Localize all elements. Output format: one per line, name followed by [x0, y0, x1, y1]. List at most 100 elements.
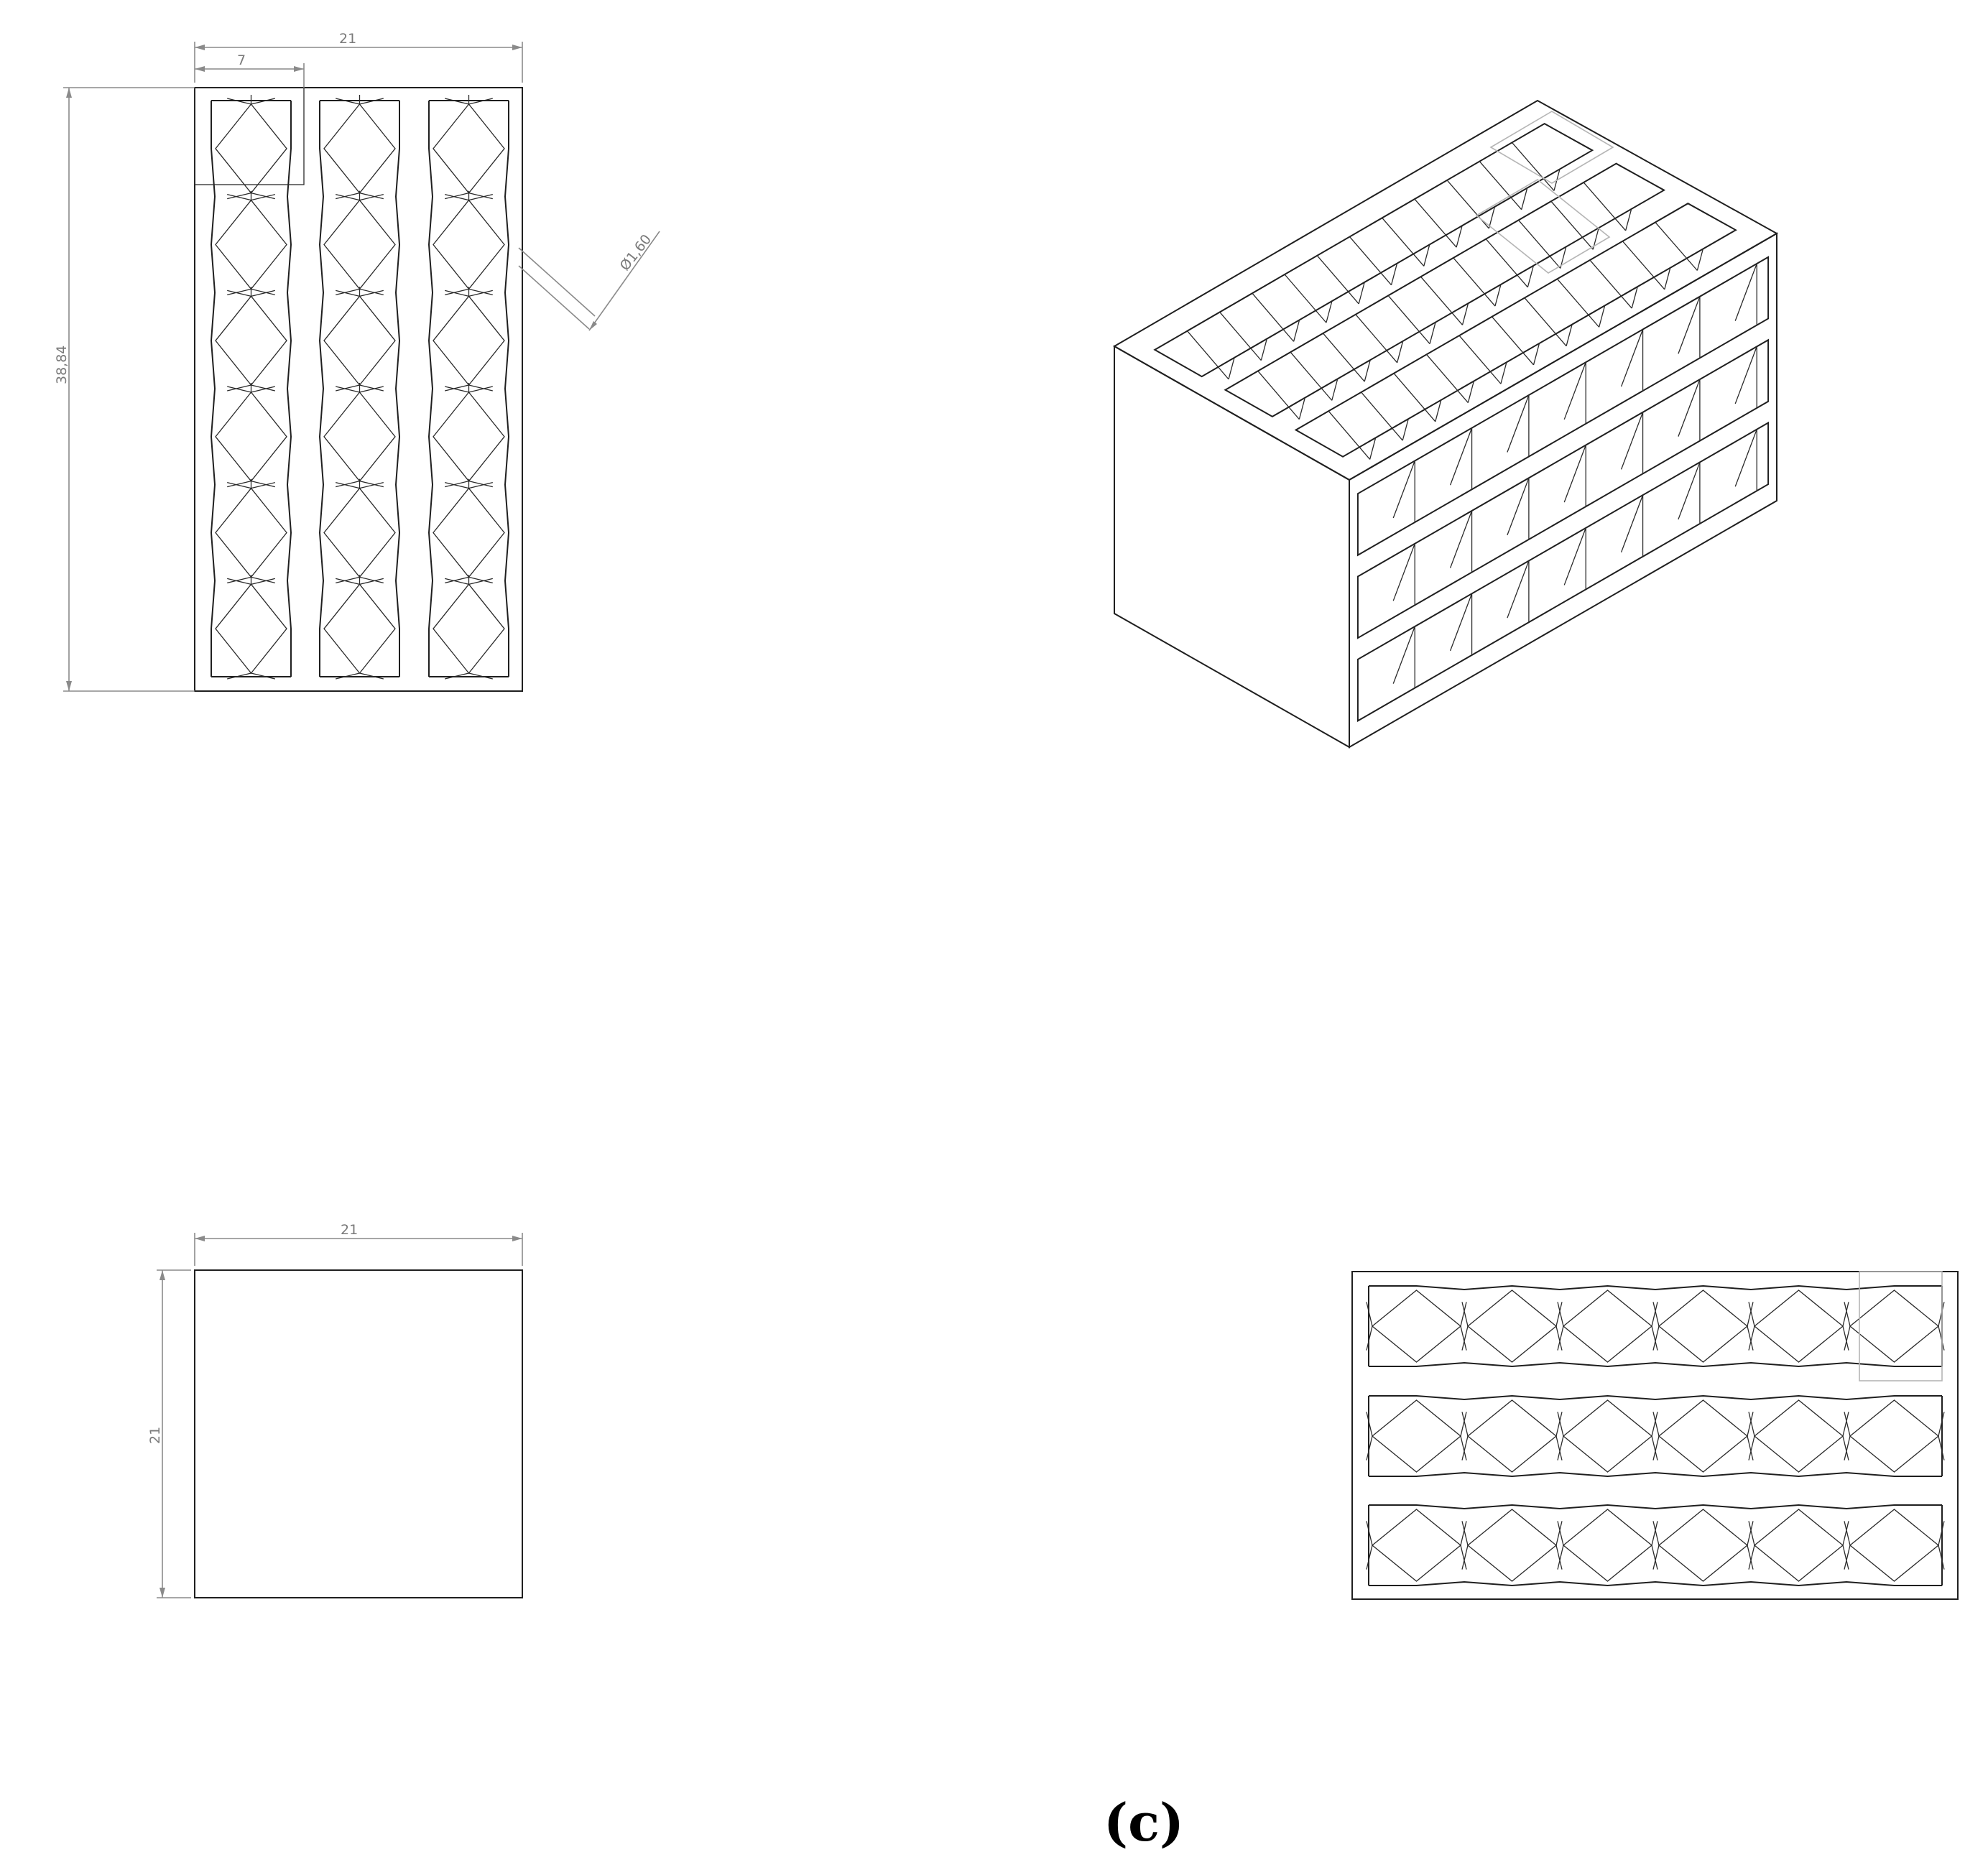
- front-detail-box: [194, 87, 305, 185]
- lattice-strut: [251, 576, 275, 583]
- lattice-strut: [1460, 1412, 1467, 1437]
- lattice-strut: [227, 98, 251, 105]
- lattice-strut: [1844, 1412, 1851, 1437]
- channel-left-wall: [427, 101, 434, 677]
- lattice-strut: [468, 578, 493, 585]
- lattice-strut: [1748, 1545, 1755, 1570]
- front-channel-2: [318, 95, 401, 680]
- slot-cell-wall: [1260, 338, 1267, 361]
- channel-bottom-wall: [1369, 1471, 1942, 1478]
- slot-cell-wall: [1461, 303, 1469, 325]
- lattice-strut: [1938, 1435, 1945, 1461]
- lattice-strut: [1844, 1302, 1851, 1327]
- lattice-strut: [445, 194, 469, 201]
- slot-cell-wall: [1392, 460, 1415, 519]
- lattice-strut: [227, 482, 251, 489]
- lattice-strut: [1747, 1412, 1754, 1437]
- lattice-strut: [1938, 1521, 1945, 1546]
- lattice-strut: [227, 578, 251, 585]
- lattice-diamond: [433, 391, 505, 482]
- lattice-diamond: [1658, 1509, 1749, 1582]
- lattice-strut: [359, 290, 384, 297]
- top-view-outline: [194, 1269, 523, 1598]
- slot-cell-wall: [1298, 397, 1305, 420]
- lattice-strut: [468, 482, 493, 489]
- lattice-strut: [1651, 1521, 1658, 1546]
- slot-cell-wall: [1563, 527, 1586, 585]
- front-view-channels: [210, 95, 510, 680]
- lattice-strut: [1652, 1521, 1660, 1546]
- slot-cell-wall: [1631, 286, 1638, 309]
- lattice-diamond: [1562, 1399, 1653, 1473]
- top-view: 21 21: [147, 1222, 523, 1598]
- lattice-diamond: [215, 103, 287, 194]
- lattice-strut: [468, 384, 493, 392]
- dimension-overall-width: 21: [194, 31, 523, 83]
- slot-cell-wall: [1492, 316, 1534, 366]
- slot-cell-wall: [1219, 312, 1262, 361]
- lattice-strut: [1461, 1435, 1469, 1461]
- lattice-diamond: [433, 295, 505, 387]
- lattice-strut: [468, 288, 493, 295]
- slot-cell-wall: [1664, 267, 1671, 290]
- lattice-strut: [1747, 1521, 1754, 1546]
- iso-front-face: [1349, 232, 1777, 749]
- slot-cell-wall: [1620, 494, 1644, 552]
- iso-detail-box: [1475, 179, 1611, 274]
- lattice-strut: [445, 288, 469, 295]
- slot-opening: [1153, 123, 1594, 378]
- slot-cell-wall: [1426, 353, 1469, 403]
- isometric-top-slots: [1153, 123, 1737, 460]
- lattice-strut: [468, 386, 493, 393]
- slot-cell-wall: [1500, 362, 1507, 384]
- lattice-strut: [1747, 1325, 1754, 1351]
- lattice-strut: [336, 481, 360, 488]
- lattice-strut: [1366, 1325, 1373, 1351]
- slot-cell-wall: [1349, 236, 1392, 286]
- slot-cell-wall: [1326, 300, 1333, 323]
- slot-cell-wall: [1393, 373, 1436, 422]
- lattice-strut: [1555, 1302, 1563, 1327]
- lattice-diamond: [1753, 1290, 1844, 1363]
- lattice-strut: [227, 672, 251, 680]
- lattice-strut: [468, 98, 493, 105]
- dimension-channel-pitch: 7: [195, 52, 305, 88]
- slot-cell-wall: [1678, 462, 1701, 520]
- slot-cell-wall: [1387, 295, 1430, 344]
- lattice-strut: [445, 672, 469, 680]
- slot-cell-wall: [1734, 429, 1757, 487]
- lattice-strut: [336, 290, 360, 297]
- lattice-strut: [227, 288, 251, 295]
- lattice-strut: [1844, 1435, 1851, 1461]
- slot-cell-wall: [1257, 371, 1300, 420]
- lattice-strut: [1557, 1521, 1564, 1546]
- slot-cell-wall: [1453, 257, 1496, 307]
- slot-cell-wall: [1521, 188, 1528, 210]
- slot-cell-wall: [1734, 263, 1757, 321]
- lattice-diamond: [215, 487, 287, 578]
- lattice-strut: [1938, 1412, 1945, 1437]
- lattice-diamond: [1658, 1399, 1749, 1473]
- lattice-strut: [359, 578, 384, 585]
- lattice-strut: [1651, 1545, 1658, 1570]
- side-channel-1: [1366, 1285, 1945, 1368]
- slot-cell-wall: [1518, 220, 1561, 269]
- slot-cell-wall: [1485, 239, 1528, 288]
- dimension-overall-height: 38,84: [54, 87, 195, 692]
- front-view: 21 7 38,84 Ø1,60: [54, 31, 660, 692]
- slot-opening: [1224, 162, 1666, 418]
- lattice-strut: [468, 672, 493, 680]
- slot-cell-wall: [1316, 255, 1359, 305]
- slot-cell-wall: [1507, 560, 1530, 619]
- lattice-strut: [336, 576, 360, 583]
- iso-front-slot-3: [1356, 421, 1770, 723]
- lattice-diamond: [1849, 1509, 1940, 1582]
- lattice-strut: [227, 290, 251, 297]
- lattice-strut: [468, 194, 493, 201]
- lattice-strut: [359, 672, 384, 680]
- lattice-strut: [1652, 1412, 1660, 1437]
- slot-cell-wall: [1599, 305, 1606, 328]
- lattice-strut: [359, 386, 384, 393]
- channel-bottom-wall: [1369, 1361, 1942, 1368]
